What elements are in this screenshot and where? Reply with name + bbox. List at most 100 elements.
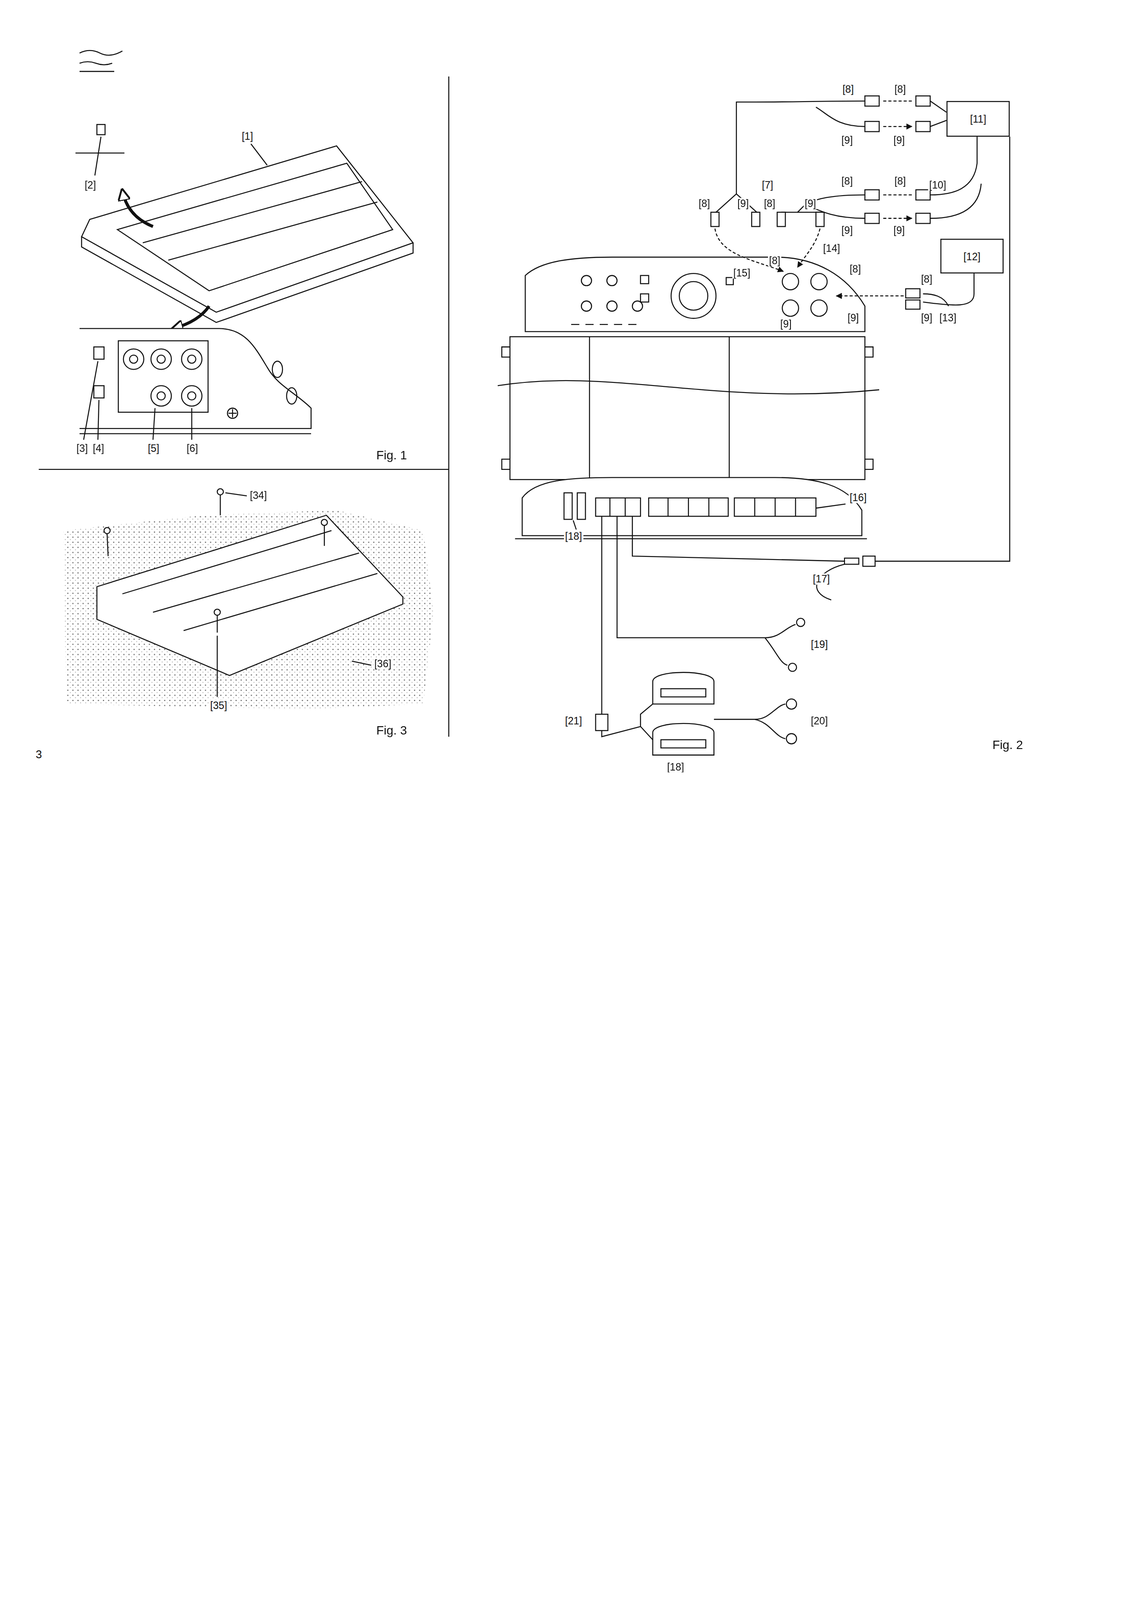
figure-3-part	[216, 615, 218, 633]
figure-3-part	[217, 488, 224, 495]
figure-2-part	[782, 273, 799, 290]
figure-2-part	[606, 275, 617, 286]
callout-number: [6]	[185, 442, 199, 454]
figure-2-part	[786, 698, 797, 709]
figure-3-part	[152, 552, 359, 613]
figure-1-part	[94, 136, 102, 176]
figure-3-part	[225, 492, 247, 496]
callout-number: [8]	[697, 197, 711, 210]
figure-2-part	[883, 194, 912, 218]
figure-1-part	[97, 124, 106, 135]
figure-2-part	[810, 273, 827, 290]
callout-number: [8]	[848, 263, 862, 275]
figure-2-part	[844, 558, 859, 565]
page-rules-part	[38, 468, 449, 470]
device-box: [12]	[940, 238, 1004, 274]
callout-number: [9]	[779, 318, 793, 330]
figure-2-part	[815, 107, 865, 127]
figure-1-part	[94, 385, 105, 398]
figure-2-part	[573, 520, 577, 530]
figure-3-part	[104, 527, 111, 534]
figure-2-part	[510, 336, 866, 480]
figure-2-part	[595, 713, 609, 731]
callout-number: [2]	[83, 179, 97, 192]
figure-3-part	[219, 494, 221, 515]
figure-1-part	[156, 391, 166, 400]
figure-2-part	[862, 555, 876, 566]
figure-2-part	[916, 121, 931, 132]
figure-2-part	[815, 503, 846, 508]
callout-number: [9]	[803, 197, 817, 210]
figure-2-part	[609, 497, 626, 517]
figure-caption: Fig. 2	[991, 738, 1024, 753]
figure-1-part	[227, 408, 238, 419]
figure-1-part	[79, 61, 113, 65]
callout-number: [5]	[146, 442, 160, 454]
figure-2-part	[714, 228, 784, 272]
device-number: [12]	[963, 250, 981, 262]
figure-2-part	[652, 672, 714, 704]
figure-2-part	[581, 275, 592, 286]
device-number: [11]	[970, 113, 987, 125]
figure-1-part	[173, 305, 210, 329]
figure-caption: Fig. 1	[375, 448, 408, 463]
callout-number: [21]	[564, 714, 584, 727]
figure-1-part	[151, 348, 172, 370]
figure-2-part	[571, 323, 637, 325]
figure-2-part	[640, 275, 649, 284]
figure-3-part	[321, 519, 328, 526]
callout-number: [14]	[822, 242, 841, 254]
figure-1-part	[168, 202, 378, 261]
figure-2-part	[640, 293, 649, 303]
figure-2-part	[652, 723, 714, 755]
figure-3-part	[323, 525, 325, 546]
figure-2-part	[501, 346, 874, 470]
figure-3-part	[122, 530, 332, 594]
callout-number: [3]	[75, 442, 89, 454]
figure-1-part	[129, 355, 138, 364]
figure-2-part	[916, 95, 931, 106]
figure-2-part	[716, 193, 758, 213]
figure-2-part	[595, 497, 641, 517]
callout-number: [8]	[840, 175, 854, 187]
figure-2-part	[601, 516, 602, 714]
figure-2-part	[797, 228, 820, 268]
figure-1-part	[142, 181, 363, 243]
figure-2-part	[577, 492, 586, 519]
callout-number: [9]	[840, 134, 854, 146]
figure-2-part	[606, 300, 617, 312]
figure-2-part	[616, 516, 796, 638]
figure-1-part	[181, 385, 202, 406]
figure-3-part	[213, 608, 221, 616]
figure-3-part	[63, 510, 434, 710]
figure-1-part	[151, 385, 172, 406]
callout-number: [18]	[564, 530, 584, 542]
figure-2-part	[601, 726, 641, 737]
figure-2-part	[810, 299, 827, 316]
figure-1	[79, 50, 414, 440]
figure-2-part	[864, 95, 879, 106]
figure-2-part	[713, 703, 786, 739]
figure-2-part	[564, 492, 573, 519]
figure-2-part	[905, 288, 920, 298]
figure-3-part	[107, 533, 109, 556]
callout-number: [20]	[809, 714, 829, 727]
figure-2-part	[864, 189, 879, 200]
figure-1-part	[250, 143, 268, 166]
figure-3-part	[97, 596, 403, 676]
figure-2	[497, 95, 1010, 755]
figure-2-part	[667, 497, 796, 517]
figure-2-part	[796, 618, 805, 627]
figure-3-part	[351, 660, 372, 665]
figure-2-part	[726, 277, 734, 285]
figure-2-part	[764, 637, 788, 666]
callout-number: [36]	[373, 657, 393, 670]
callout-number: [8]	[762, 197, 776, 210]
figure-2-part	[781, 211, 820, 213]
figure-2-part	[797, 194, 865, 218]
figure-2-part	[736, 101, 865, 194]
figure-1-part	[191, 408, 193, 440]
figure-1-part	[117, 163, 393, 291]
figure-1-part	[81, 145, 414, 312]
callout-number: [18]	[666, 760, 685, 773]
